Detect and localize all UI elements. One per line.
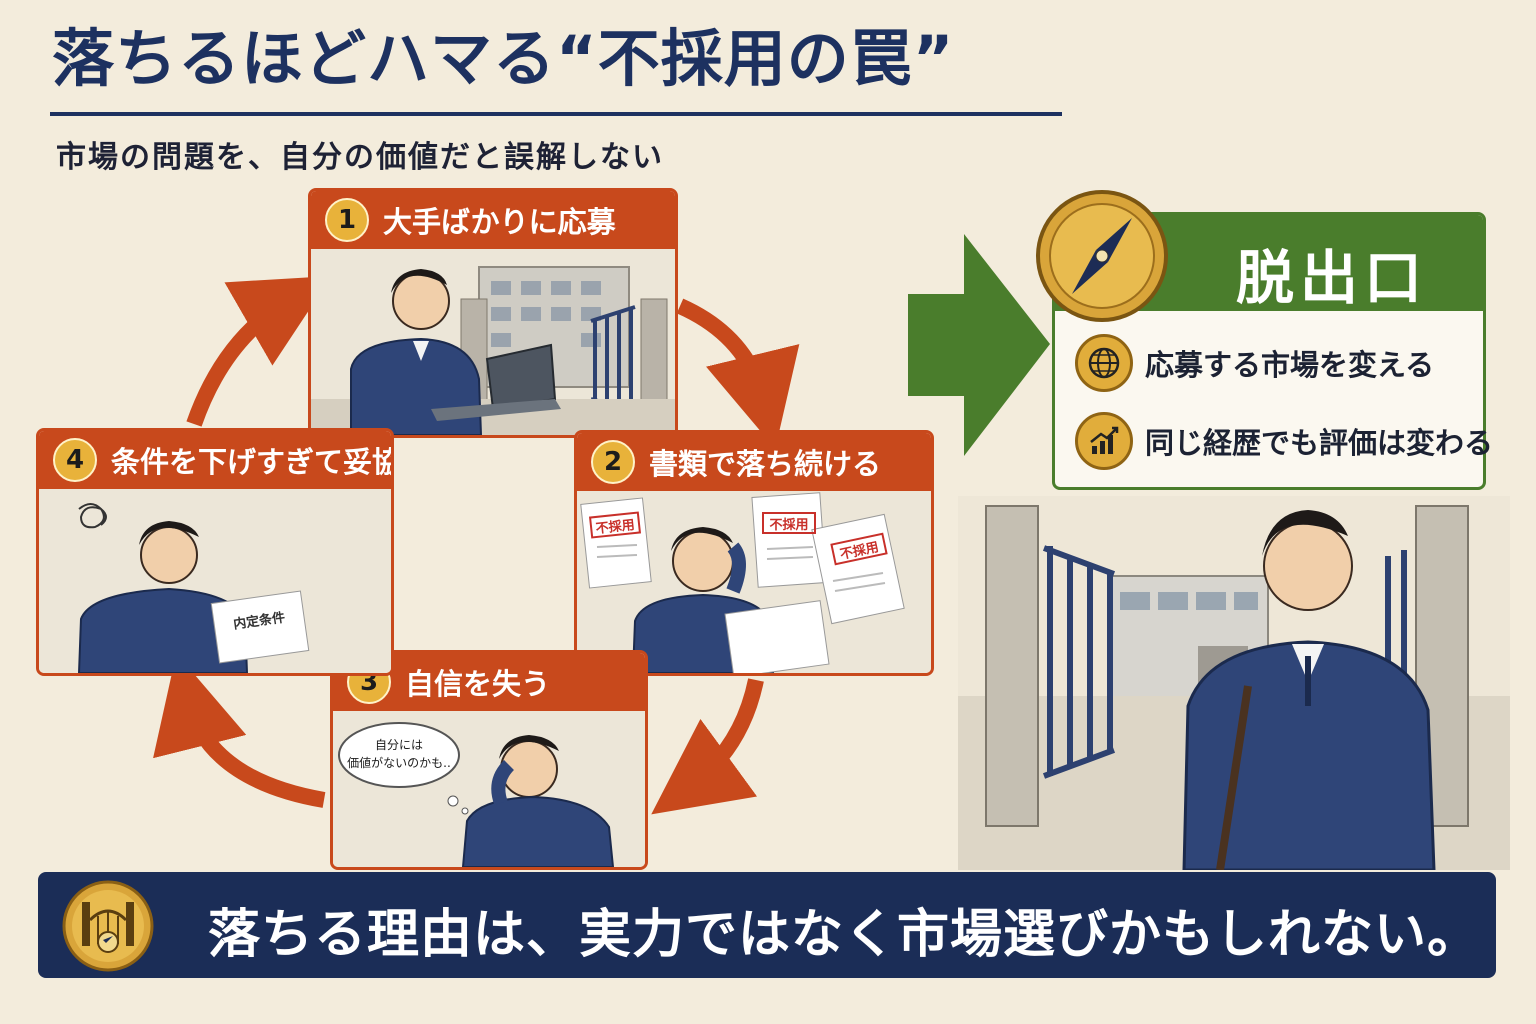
exit-arrow [908, 234, 1050, 456]
arrow-step3-to-step4 [153, 653, 326, 808]
step-header-2: 2 書類で落ち続ける [577, 433, 931, 491]
step-label-1: 大手ばかりに応募 [383, 205, 616, 239]
compass-icon [1036, 190, 1168, 322]
step-card-2: 2 書類で落ち続ける 不採用 不採用 不採用 [574, 430, 934, 676]
step-card-3: 3 自信を失う 自分には 価値がないのかも.. [330, 650, 648, 870]
rejection-stamp: 不採用 [769, 517, 808, 533]
page-subtitle: 市場の問題を、自分の価値だと誤解しない [56, 140, 664, 175]
thought-line-2: 価値がないのかも.. [347, 755, 451, 770]
step-illustration-3: 自分には 価値がないのかも.. [333, 711, 645, 867]
step-illustration-2: 不採用 不採用 不採用 [577, 491, 931, 673]
step-number-2: 2 [591, 440, 635, 484]
thought-line-1: 自分には [375, 738, 423, 752]
step-label-3: 自信を失う [405, 667, 551, 701]
open-gate-left [1042, 545, 1116, 779]
rejection-stamp: 不採用 [595, 517, 635, 537]
step-label-4: 条件を下げすぎて妥協 [111, 445, 394, 479]
gate-pillar-left [985, 505, 1039, 827]
offer-paper-label: 内定条件 [232, 610, 286, 633]
rejection-stamp: 不採用 [839, 539, 880, 563]
gate-compass-icon [62, 880, 154, 972]
exit-item-label-2: 同じ経歴でも評価は変わる [1145, 426, 1494, 460]
step-number-1: 1 [325, 198, 369, 242]
step-illustration-4: 内定条件 [39, 489, 391, 673]
step-header-4: 4 条件を下げすぎて妥協 [39, 431, 391, 489]
step-label-2: 書類で落ち続ける [649, 447, 882, 481]
rejection-letters [580, 492, 905, 625]
scribble-icon [78, 503, 107, 529]
page-title: 落ちるほどハマる“不採用の罠” [52, 22, 955, 95]
exit-item-label-1: 応募する市場を変える [1145, 348, 1435, 382]
arrow-step1-to-step2 [676, 298, 800, 449]
exit-gate-illustration [958, 496, 1510, 870]
offer-paper [210, 590, 310, 664]
arrow-step2-to-step3 [651, 678, 764, 815]
exit-title: 脱出口 [1235, 244, 1428, 312]
step-card-1: 1 大手ばかりに応募 [308, 188, 678, 438]
exit-item-1: 応募する市場を変える [1075, 333, 1434, 393]
arrow-step4-to-step1 [186, 276, 332, 427]
conclusion-banner: 落ちる理由は、実力ではなく市場選びかもしれない。 [38, 872, 1496, 978]
exit-item-2: 同じ経歴でも評価は変わる [1075, 411, 1493, 471]
title-underline [50, 112, 1062, 116]
globe-icon [1075, 334, 1133, 392]
step-header-1: 1 大手ばかりに応募 [311, 191, 675, 249]
thought-bubble [338, 722, 460, 788]
step-number-4: 4 [53, 438, 97, 482]
growth-chart-icon [1075, 412, 1133, 470]
conclusion-text: 落ちる理由は、実力ではなく市場選びかもしれない。 [208, 905, 1481, 965]
step-card-4: 4 条件を下げすぎて妥協 内定条件 [36, 428, 394, 676]
step-illustration-1 [311, 249, 675, 435]
